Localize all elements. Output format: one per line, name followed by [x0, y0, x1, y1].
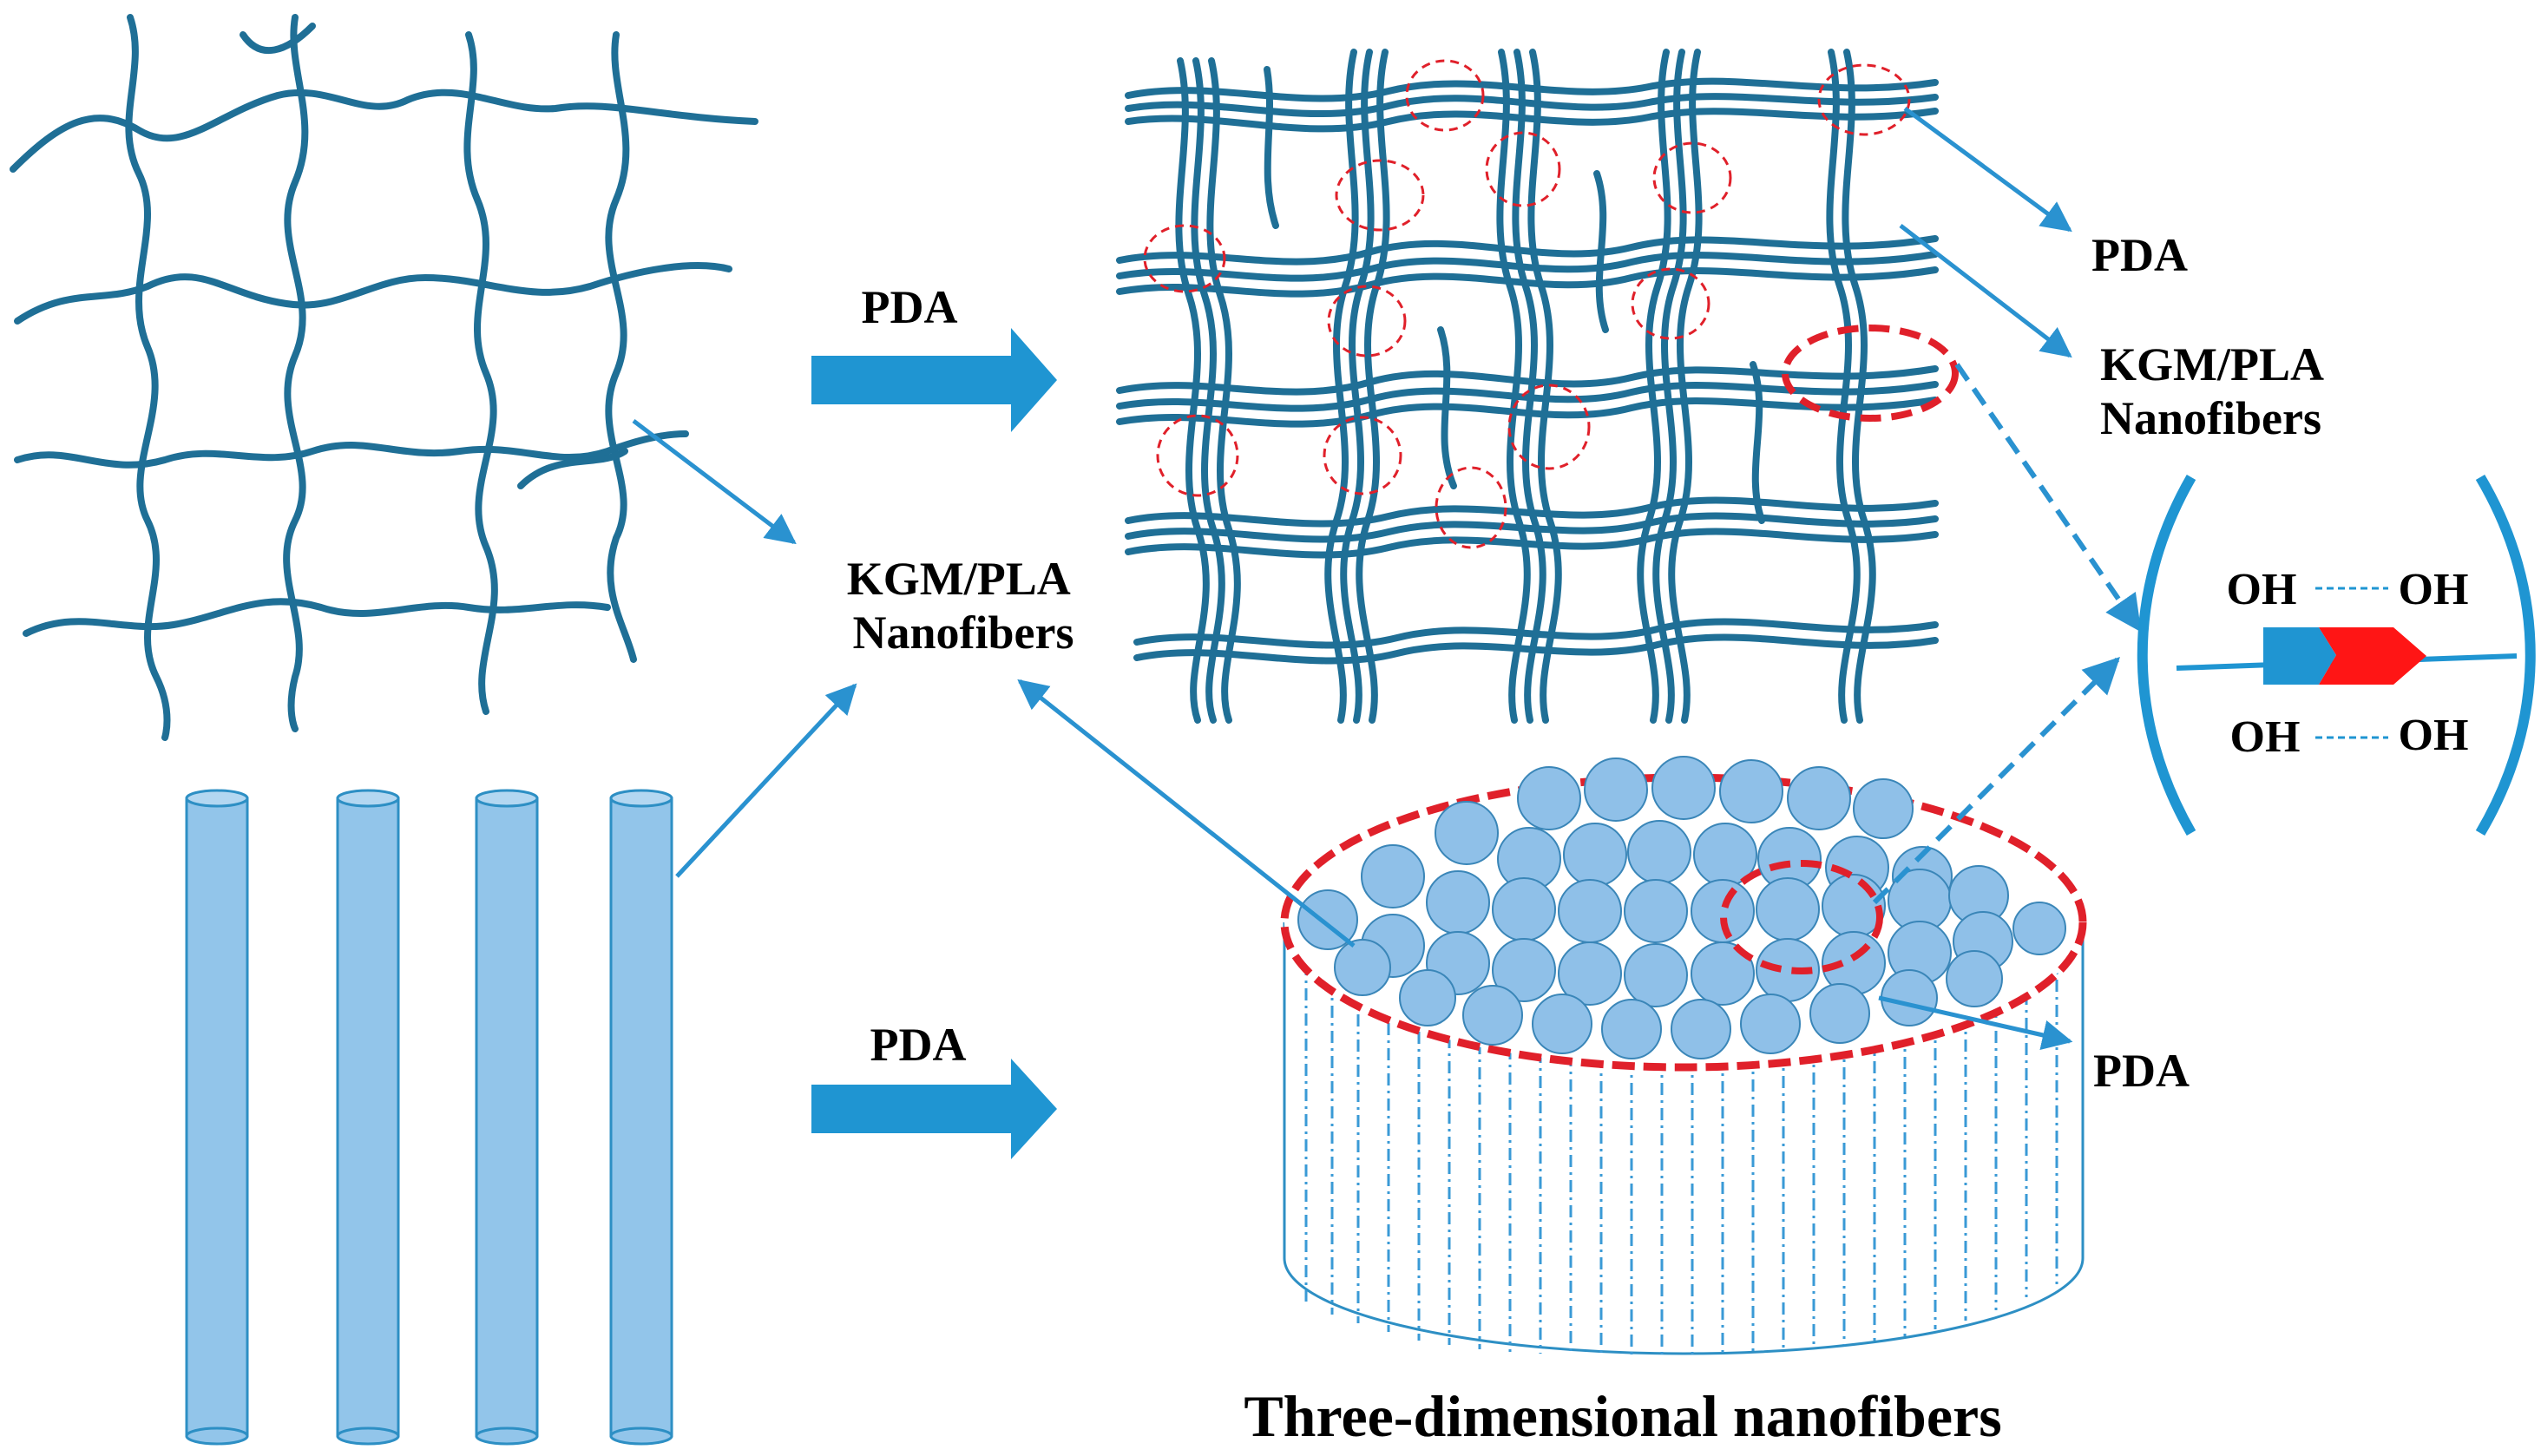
pda-label-top-right: PDA: [2091, 229, 2188, 281]
pda-label-bottom-arrow: PDA: [870, 1019, 967, 1071]
kgm-pla-label-right-line2: Nanofibers: [2100, 392, 2321, 444]
selected-bundle-site: [1720, 860, 1883, 974]
hydrogen-bond-inset: [2137, 474, 2536, 836]
dense-fiber-network: [1116, 49, 1939, 724]
vertical-rods: [185, 789, 673, 1446]
rod: [336, 789, 400, 1446]
oh-label-bottom-right: OH: [2399, 711, 2469, 760]
fiber-cross-sections: [1297, 756, 2066, 1059]
kgm-pla-label-center-line1: KGM/PLA: [847, 553, 1071, 605]
oh-label-top-right: OH: [2399, 565, 2469, 614]
pda-block: [2319, 627, 2426, 685]
zoom-connectors: [1872, 363, 2142, 905]
oh-label-bottom-left: OH: [2230, 712, 2301, 762]
process-arrow-top: [811, 328, 1057, 432]
process-arrow-bottom: [811, 1059, 1057, 1159]
pda-label-top-arrow: PDA: [862, 281, 958, 333]
kgm-pla-label-center-line2: Nanofibers: [853, 607, 1074, 659]
pointer-arrows: [632, 106, 2073, 1051]
kgm-pla-label-right-line1: KGM/PLA: [2100, 338, 2324, 390]
rod: [475, 789, 539, 1446]
bonding-site-highlights: [1143, 59, 1911, 549]
kgm-pla-block: [2263, 627, 2336, 685]
selected-bonding-site: [1782, 325, 1959, 422]
oh-label-top-left: OH: [2227, 565, 2297, 614]
kgm-pla-label-center: KGM/PLA Nanofibers: [847, 553, 1080, 659]
bundle-inner-fibers: [1304, 954, 2058, 1356]
kgm-pla-label-right: KGM/PLA Nanofibers: [2100, 338, 2334, 444]
rod: [609, 789, 673, 1446]
pda-label-bottom-right: PDA: [2093, 1045, 2190, 1097]
figure-caption: Three-dimensional nanofibers: [1244, 1383, 2001, 1449]
fiber-bundle-cylinder: [1280, 756, 2087, 1356]
rod: [185, 789, 249, 1446]
loose-fiber-network: [10, 14, 758, 741]
